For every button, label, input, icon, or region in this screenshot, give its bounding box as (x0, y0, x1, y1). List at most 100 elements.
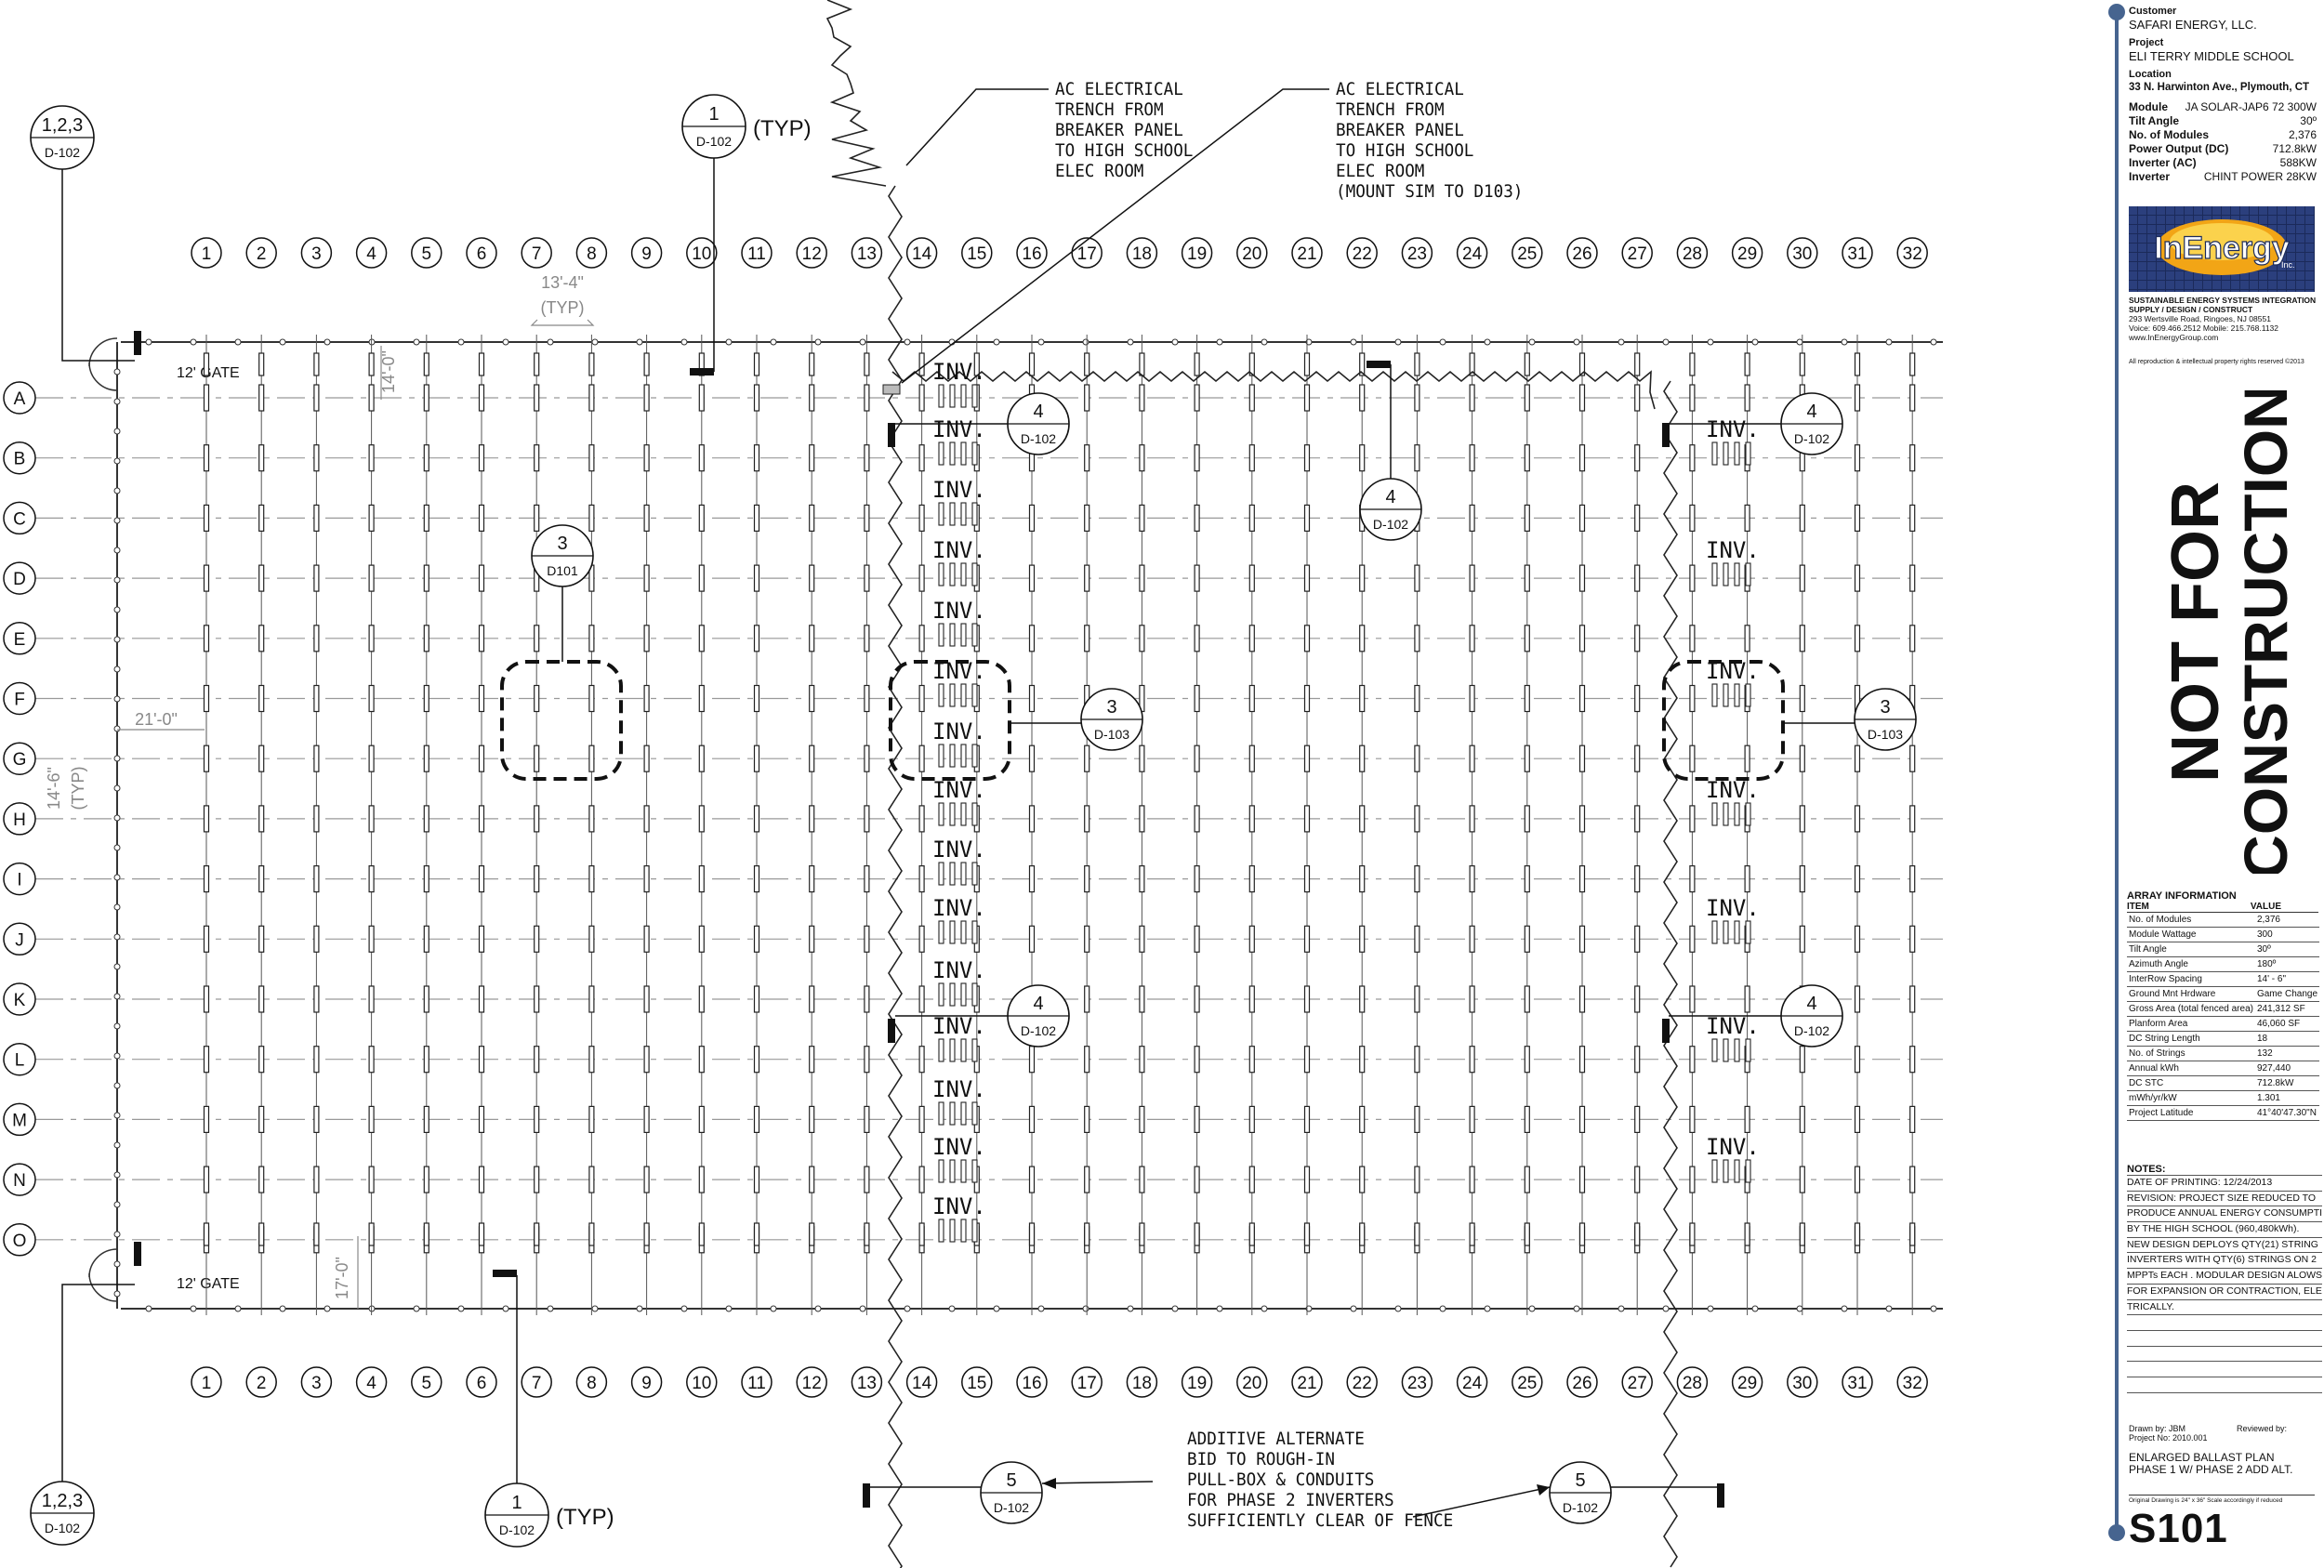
column-bubble-bottom (961, 1366, 993, 1398)
array-info-value: 46,060 SF (2254, 1016, 2320, 1032)
module (1524, 625, 1530, 652)
inverter-string (960, 1101, 967, 1126)
detail-area-boundary (889, 660, 1011, 781)
column-number: 14 (912, 1374, 932, 1393)
inverter-string (938, 802, 944, 826)
trench-zigzag (891, 370, 1656, 410)
module (1689, 864, 1696, 893)
inverter-pad (1662, 423, 1670, 447)
module (1414, 564, 1420, 592)
detail-area-boundary (500, 660, 623, 781)
fence-post (457, 338, 465, 346)
fence-post (1796, 338, 1803, 346)
column-bubble-bottom (411, 1366, 442, 1398)
module (1084, 1046, 1090, 1074)
inverter-string (949, 502, 956, 526)
module (864, 564, 870, 592)
row-bubble (3, 742, 36, 775)
module (1469, 444, 1475, 472)
module (1084, 985, 1090, 1013)
rail-dot-bottom (2108, 1524, 2125, 1541)
module (643, 444, 650, 472)
module (864, 744, 870, 772)
column-number: 17 (1077, 1374, 1097, 1393)
note-line (2127, 1347, 2322, 1363)
column-bubble-bottom (1896, 1366, 1928, 1398)
module (1414, 1166, 1420, 1193)
module (1799, 504, 1805, 533)
note-line (2127, 1315, 2322, 1331)
column-bubble-bottom (521, 1366, 552, 1398)
module (1139, 744, 1145, 772)
fence-post (725, 338, 733, 346)
column-bubble-bottom (1236, 1366, 1268, 1398)
detail-callout-5: 5D-102 (1549, 1461, 1612, 1524)
inverter-string (938, 744, 944, 768)
module (423, 925, 429, 953)
callout-sheet: D-103 (1868, 727, 1903, 742)
location-value: 33 N. Harwinton Ave., Plymouth, CT (2129, 82, 2310, 93)
module (753, 1046, 760, 1074)
column-bubble-top (1181, 237, 1213, 269)
fence-post (1082, 338, 1089, 346)
module (368, 625, 375, 652)
fence-post (1707, 1305, 1714, 1312)
module (1578, 805, 1586, 833)
callout-number: 3 (557, 534, 567, 554)
row-letter: I (17, 871, 21, 890)
module (698, 504, 705, 533)
detail-callout-1-2-3-top: 1,2,3D-102 (30, 105, 95, 170)
inverter-string (949, 683, 956, 707)
inverter-string (960, 562, 967, 586)
column-number: 5 (422, 244, 432, 264)
inverter-string (971, 802, 978, 826)
module (258, 564, 265, 592)
callout-sheet: D-102 (1021, 1023, 1056, 1038)
module (1248, 864, 1255, 893)
inverter-string (971, 982, 978, 1007)
column-number: 28 (1683, 1374, 1702, 1393)
fence-post (904, 338, 911, 346)
column-number: 20 (1242, 1374, 1261, 1393)
inverter-string (1745, 441, 1751, 466)
module (1194, 384, 1200, 412)
module (643, 684, 650, 713)
module (1909, 504, 1916, 533)
fence-post (113, 1141, 121, 1149)
trench-note-left: BREAKER PANEL (1055, 120, 1183, 140)
fence-post (190, 338, 197, 346)
column-number: 18 (1132, 244, 1152, 264)
inverter-string (1734, 562, 1740, 586)
column-number: 11 (747, 244, 766, 264)
column-number: 24 (1462, 1374, 1483, 1393)
module (1139, 1222, 1145, 1246)
scale-note: Original Drawing is 24" x 36" Scale acco… (2129, 1495, 2315, 1504)
module (1084, 925, 1090, 953)
module (1194, 864, 1200, 893)
column-number: 13 (857, 1374, 877, 1393)
inverter-string (1734, 683, 1740, 707)
company-line: SUSTAINABLE ENERGY SYSTEMS INTEGRATION (2129, 296, 2317, 305)
inverter-string (1711, 1038, 1718, 1062)
inverter-label: INV. (932, 777, 986, 803)
inverter-string (971, 1038, 978, 1062)
module (698, 1222, 705, 1246)
reviewed-by: Reviewed by: (2236, 1424, 2287, 1433)
fence-post (1082, 1305, 1089, 1312)
inverter-string (1723, 683, 1729, 707)
inverter-string (971, 744, 978, 768)
module (1028, 564, 1036, 592)
module (368, 684, 375, 713)
module (1634, 925, 1641, 953)
module (1578, 744, 1586, 772)
module (918, 1046, 925, 1074)
module (753, 444, 760, 472)
column-number: 29 (1737, 1374, 1757, 1393)
inverter-string (938, 623, 944, 647)
module (1799, 1105, 1805, 1134)
module (1194, 1166, 1200, 1193)
fence-post (636, 1305, 643, 1312)
module (478, 625, 485, 652)
